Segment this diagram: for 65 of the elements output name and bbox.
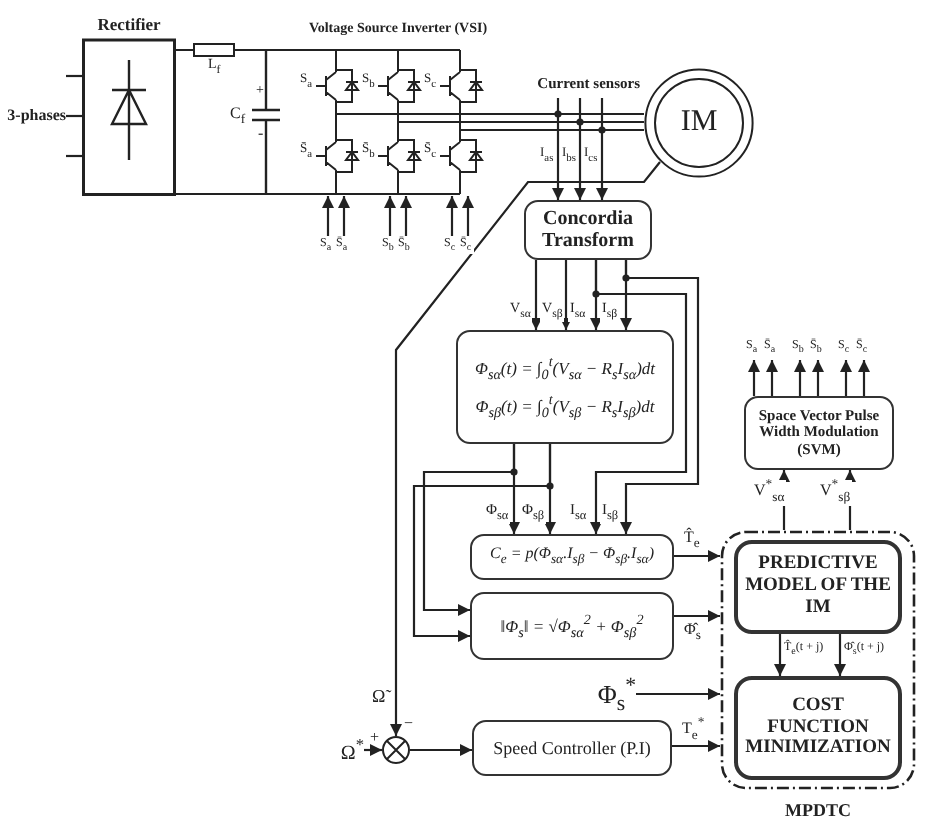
- edge-label: Φ̂$_{s}$: [682, 622, 703, 645]
- equation-box: [470, 534, 674, 580]
- arrow: [384, 196, 396, 236]
- process-box: [472, 720, 672, 776]
- box-label: Speed Controller (P.I): [493, 737, 651, 759]
- arrow: [410, 744, 472, 756]
- arrow: [858, 360, 870, 396]
- connector-line: [66, 74, 82, 78]
- arrow: [636, 688, 720, 700]
- signal-label: Ω$^{*}$: [340, 735, 364, 765]
- arrow: [446, 196, 458, 236]
- arrow: [778, 470, 790, 530]
- arrow: [794, 360, 806, 396]
- box-label: COST FUNCTION MINIMIZATION: [743, 695, 893, 761]
- arrow: [672, 740, 720, 752]
- arrow: [596, 98, 608, 200]
- process-box: [524, 200, 652, 260]
- connector-line: [176, 192, 286, 196]
- arrow: [748, 360, 760, 396]
- arrow: [574, 98, 586, 200]
- arrow: [322, 196, 334, 236]
- arrow: [462, 196, 474, 236]
- arrow: [620, 260, 700, 534]
- process-box: [744, 396, 894, 470]
- equation-box: [470, 592, 674, 660]
- arrow: [400, 196, 412, 236]
- arrow: [674, 550, 720, 562]
- arrow: [766, 360, 778, 396]
- connector-line: [66, 114, 82, 118]
- arrow: [844, 470, 856, 530]
- equation: Φ$_{sβ}$(t) = ∫$_{0}$$^{t}$(V$_{sβ}$ − R$_{s}$I$_{sβ}$)dt: [475, 391, 655, 421]
- connector-line: [176, 48, 286, 52]
- arrow: [774, 634, 786, 676]
- component-label: -: [256, 126, 266, 142]
- arrow: [560, 260, 572, 330]
- sign-label: +: [368, 730, 382, 746]
- arrow: [364, 744, 382, 756]
- motor-label: IM: [680, 105, 718, 141]
- block-title: Rectifier: [95, 16, 163, 36]
- component-label: C$_{f}$: [228, 106, 248, 129]
- arrow: [552, 98, 564, 200]
- arrow: [390, 161, 661, 736]
- arrow: [412, 444, 552, 642]
- edge-label: T̂$_{e}$: [682, 530, 702, 553]
- arrow: [840, 360, 852, 396]
- box-label: Concordia Transform: [540, 207, 636, 253]
- arrow: [590, 260, 688, 534]
- edge-label: Ω̃: [370, 688, 388, 706]
- process-box: [734, 540, 902, 634]
- sign-label: −: [402, 716, 416, 732]
- equation: Φ$_{sα}$(t) = ∫$_{0}$$^{t}$(V$_{sα}$ − R$_{s}$I$_{sα}$)dt: [474, 353, 656, 383]
- equation-box: [456, 330, 674, 444]
- connector-line: [66, 154, 82, 158]
- arrow: [674, 610, 720, 622]
- arrow: [422, 444, 516, 616]
- process-box: [734, 676, 902, 780]
- arrow: [530, 260, 542, 330]
- equation: C$_{e}$ = p(Φ$_{sα}$.I$_{sβ}$ − Φ$_{sβ}$.I$_{sα}$): [490, 544, 654, 570]
- arrow: [834, 634, 846, 676]
- connector-line: [508, 112, 646, 132]
- group-title: MPDTC: [783, 799, 853, 820]
- arrow: [338, 196, 350, 236]
- signal-label: 3-phases: [7, 106, 66, 126]
- arrow: [812, 360, 824, 396]
- box-label: PREDICTIVE MODEL OF THE IM: [743, 554, 893, 620]
